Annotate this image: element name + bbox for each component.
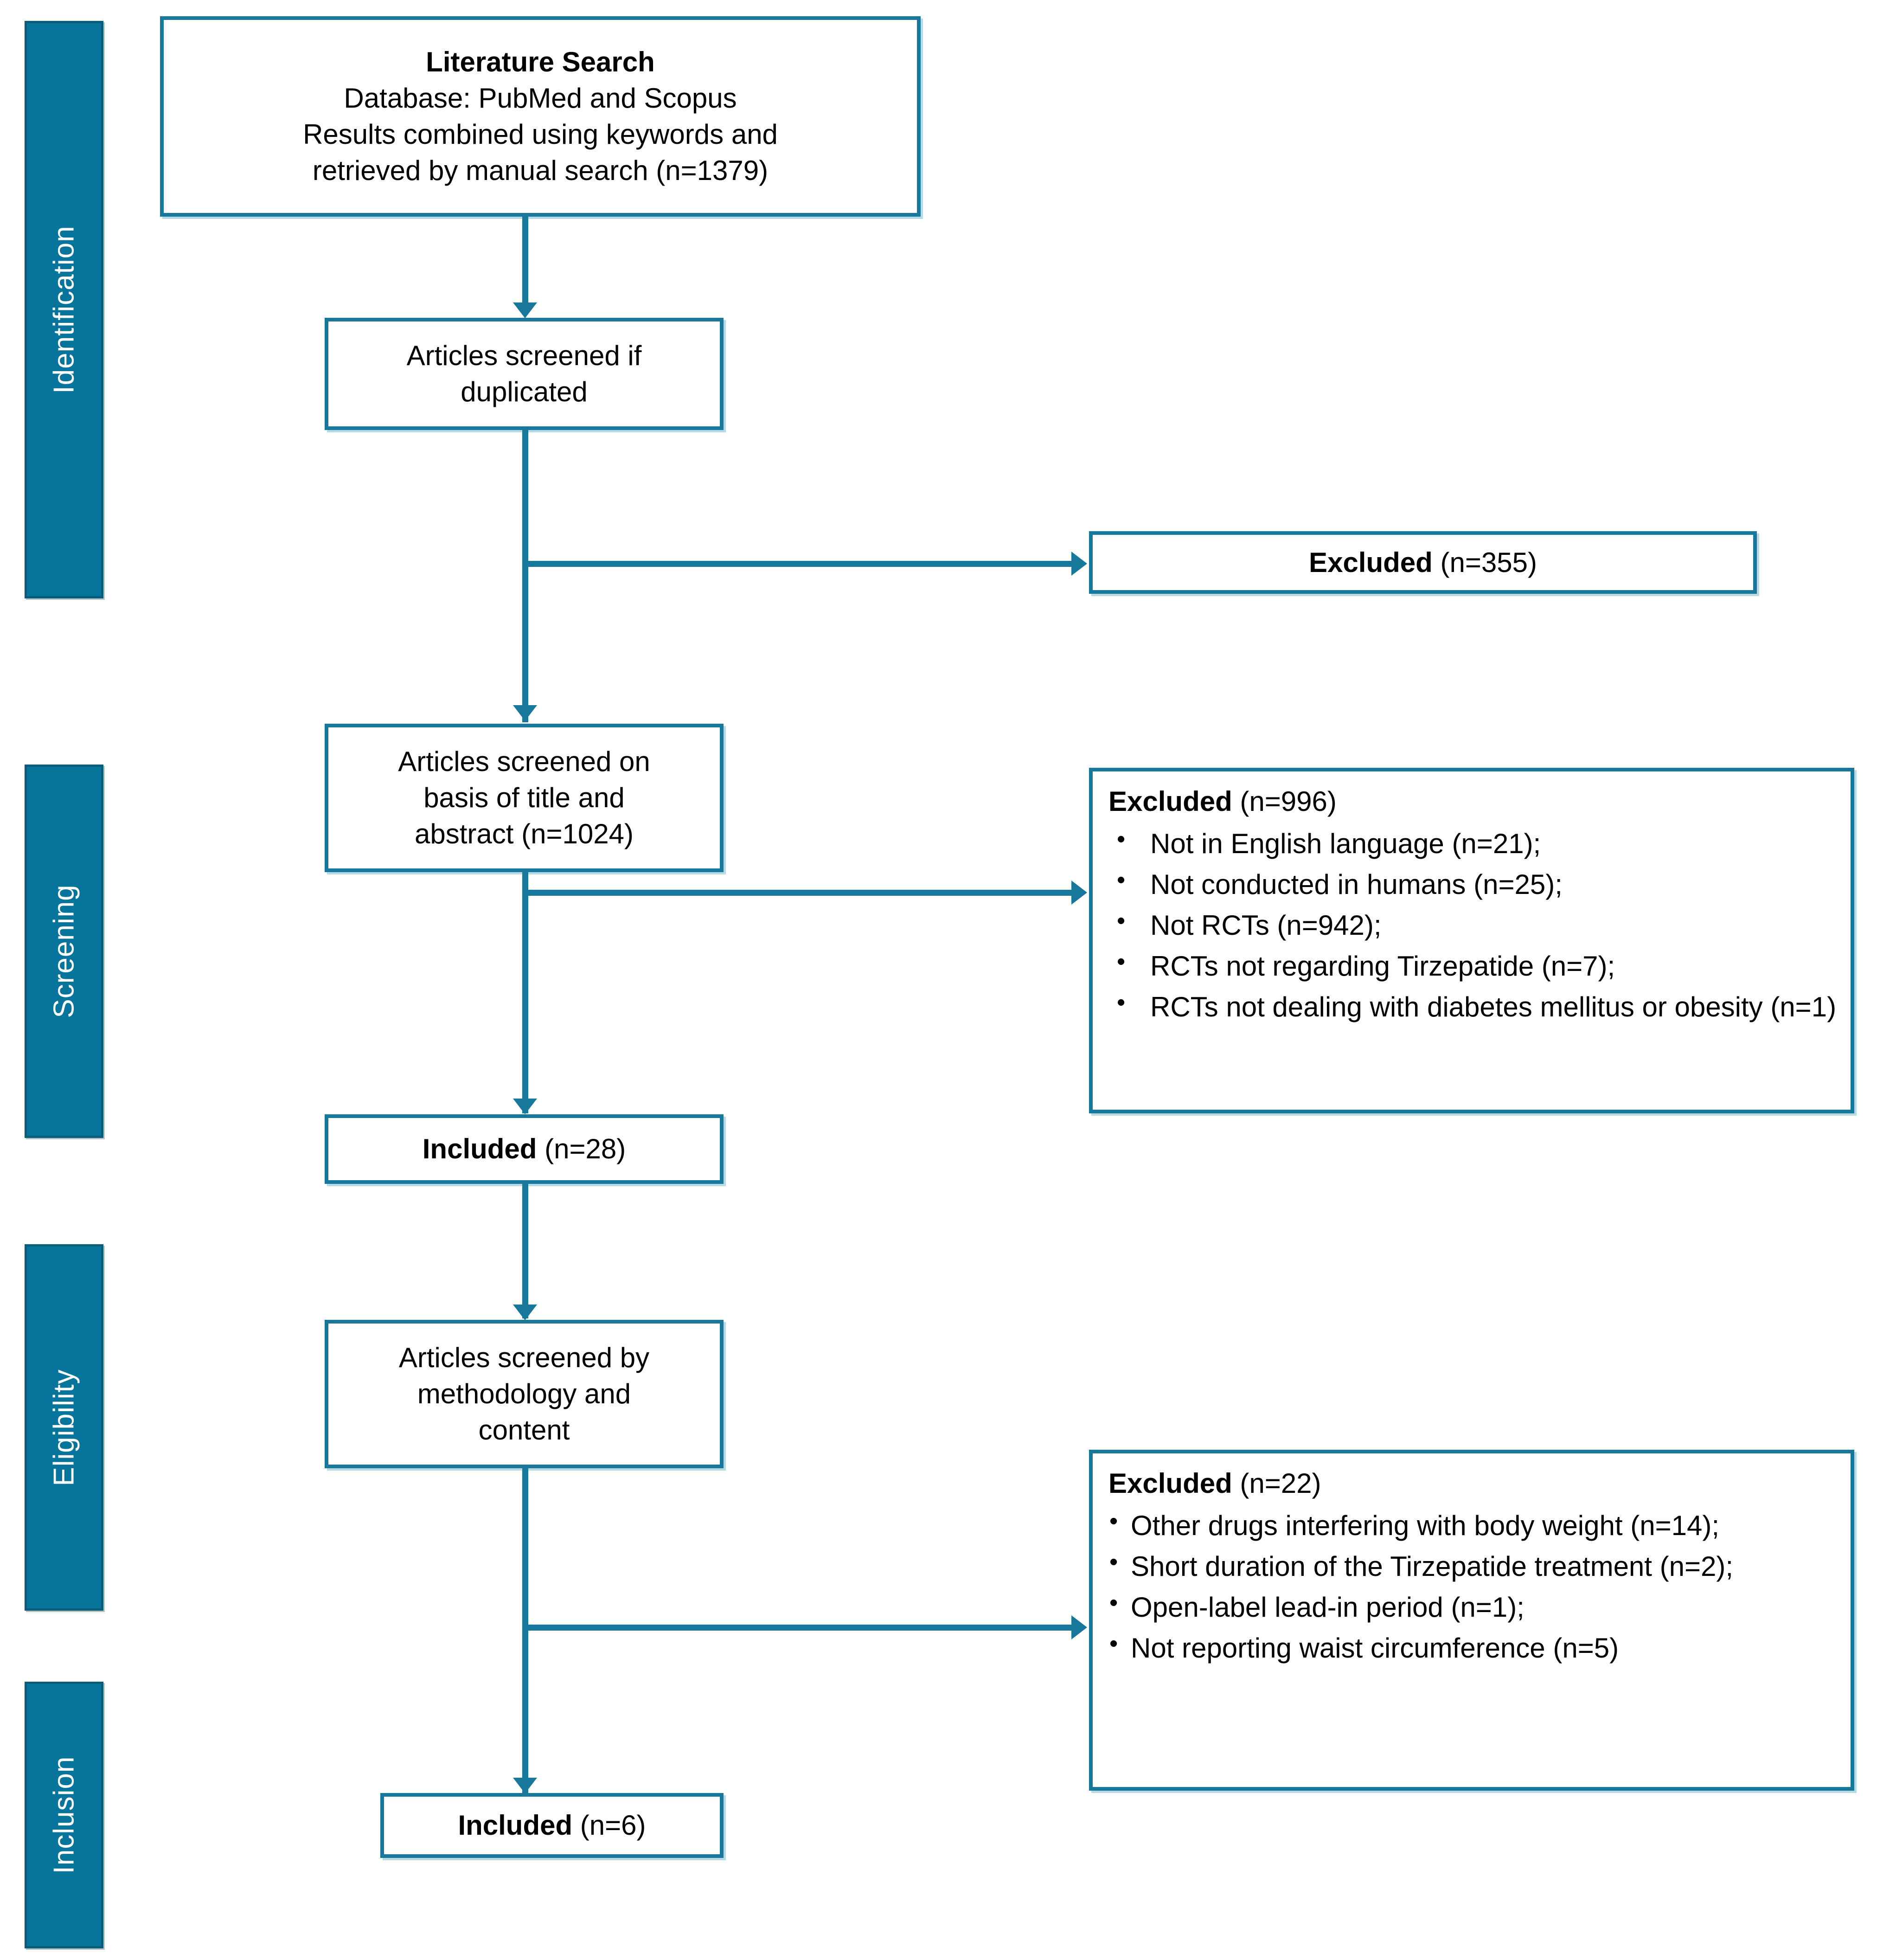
excluded-eligibility-label: Excluded xyxy=(1108,1468,1232,1499)
stage-bar-screening: Screening xyxy=(25,765,103,1138)
connector-included28-to-methodology xyxy=(522,1184,528,1318)
list-item: RCTs not regarding Tirzepatide (n=7); xyxy=(1114,946,1837,984)
excluded-screening-heading: Excluded (n=996) xyxy=(1093,771,1851,821)
stage-label-eligibility: Eligibility xyxy=(48,1369,80,1486)
excluded-screening-reason-list: Not in English language (n=21); Not cond… xyxy=(1093,824,1851,1025)
box-excluded-eligibility: Excluded (n=22) Other drugs interfering … xyxy=(1089,1450,1854,1791)
stage-label-inclusion: Inclusion xyxy=(48,1756,80,1874)
screened-methodology-text: Articles screened by methodology and con… xyxy=(391,1340,658,1448)
connector-to-excluded-22 xyxy=(522,1625,1074,1631)
arrow-to-excluded-22 xyxy=(1071,1615,1087,1639)
literature-search-text: Literature Search Database: PubMed and S… xyxy=(295,44,786,189)
arrow-title-abstract-to-included28 xyxy=(513,1099,537,1114)
list-item: Short duration of the Tirzepatide treatm… xyxy=(1107,1547,1837,1585)
screened-title-abstract-text: Articles screened on basis of title and … xyxy=(390,744,659,852)
stage-bar-identification: Identification xyxy=(25,21,103,598)
stage-label-screening: Screening xyxy=(48,884,80,1018)
screened-methodology-line2: methodology and xyxy=(417,1378,631,1409)
excluded-screening-label: Excluded xyxy=(1108,786,1232,817)
screened-methodology-line3: content xyxy=(478,1414,570,1446)
screened-title-abstract-line3: abstract (n=1024) xyxy=(415,818,634,849)
box-included-6: Included (n=6) xyxy=(380,1793,724,1858)
connector-title-abstract-to-included28 xyxy=(522,872,528,1113)
box-excluded-screening: Excluded (n=996) Not in English language… xyxy=(1089,768,1854,1113)
box-screened-duplicates: Articles screened if duplicated xyxy=(325,318,724,430)
arrow-search-to-duplicates xyxy=(513,302,537,318)
list-item: Open-label lead-in period (n=1); xyxy=(1107,1587,1837,1626)
excluded-duplicates-count: (n=355) xyxy=(1432,546,1537,578)
list-item: Not RCTs (n=942); xyxy=(1114,906,1837,944)
arrow-duplicates-to-title-abstract xyxy=(513,705,537,721)
included-6-count: (n=6) xyxy=(572,1810,646,1841)
list-item: RCTs not dealing with diabetes mellitus … xyxy=(1114,987,1837,1025)
screened-duplicates-line1: Articles screened if xyxy=(406,340,642,371)
connector-duplicates-to-title-abstract xyxy=(522,430,528,722)
screened-methodology-line1: Articles screened by xyxy=(398,1342,650,1373)
excluded-eligibility-count: (n=22) xyxy=(1232,1468,1321,1499)
included-28-text: Included (n=28) xyxy=(414,1131,634,1167)
included-28-count: (n=28) xyxy=(537,1133,626,1164)
list-item: Not reporting waist circumference (n=5) xyxy=(1107,1628,1837,1666)
connector-to-excluded-355 xyxy=(522,561,1074,567)
connector-to-excluded-996 xyxy=(522,890,1074,896)
arrow-to-excluded-996 xyxy=(1071,880,1087,905)
box-literature-search: Literature Search Database: PubMed and S… xyxy=(160,16,921,217)
list-item: Not conducted in humans (n=25); xyxy=(1114,865,1837,903)
box-screened-methodology: Articles screened by methodology and con… xyxy=(325,1320,724,1468)
screened-duplicates-text: Articles screened if duplicated xyxy=(398,338,650,410)
excluded-eligibility-heading: Excluded (n=22) xyxy=(1093,1453,1851,1503)
screened-duplicates-line2: duplicated xyxy=(461,376,588,407)
excluded-duplicates-text: Excluded (n=355) xyxy=(1300,545,1545,581)
included-6-text: Included (n=6) xyxy=(449,1807,654,1844)
included-6-label: Included xyxy=(458,1810,573,1841)
list-item: Other drugs interfering with body weight… xyxy=(1107,1506,1837,1544)
screened-title-abstract-line2: basis of title and xyxy=(423,782,625,813)
stage-bar-inclusion: Inclusion xyxy=(25,1682,103,1948)
literature-search-line4: retrieved by manual search (n=1379) xyxy=(312,155,769,186)
screened-title-abstract-line1: Articles screened on xyxy=(398,746,650,777)
stage-bar-eligibility: Eligibility xyxy=(25,1244,103,1611)
box-excluded-duplicates: Excluded (n=355) xyxy=(1089,531,1757,594)
excluded-eligibility-reason-list: Other drugs interfering with body weight… xyxy=(1093,1506,1851,1666)
connector-methodology-to-included6 xyxy=(522,1468,528,1793)
stage-label-identification: Identification xyxy=(48,225,80,394)
literature-search-line3: Results combined using keywords and xyxy=(303,119,778,150)
literature-search-line2: Database: PubMed and Scopus xyxy=(344,83,737,114)
arrow-methodology-to-included6 xyxy=(513,1778,537,1793)
included-28-label: Included xyxy=(422,1133,537,1164)
literature-search-heading: Literature Search xyxy=(426,46,655,77)
excluded-duplicates-label: Excluded xyxy=(1309,546,1433,578)
excluded-screening-count: (n=996) xyxy=(1232,786,1337,817)
list-item: Not in English language (n=21); xyxy=(1114,824,1837,862)
connector-search-to-duplicates xyxy=(522,217,528,314)
box-screened-title-abstract: Articles screened on basis of title and … xyxy=(325,724,724,872)
arrow-included28-to-methodology xyxy=(513,1305,537,1320)
arrow-to-excluded-355 xyxy=(1071,552,1087,576)
box-included-28: Included (n=28) xyxy=(325,1114,724,1184)
